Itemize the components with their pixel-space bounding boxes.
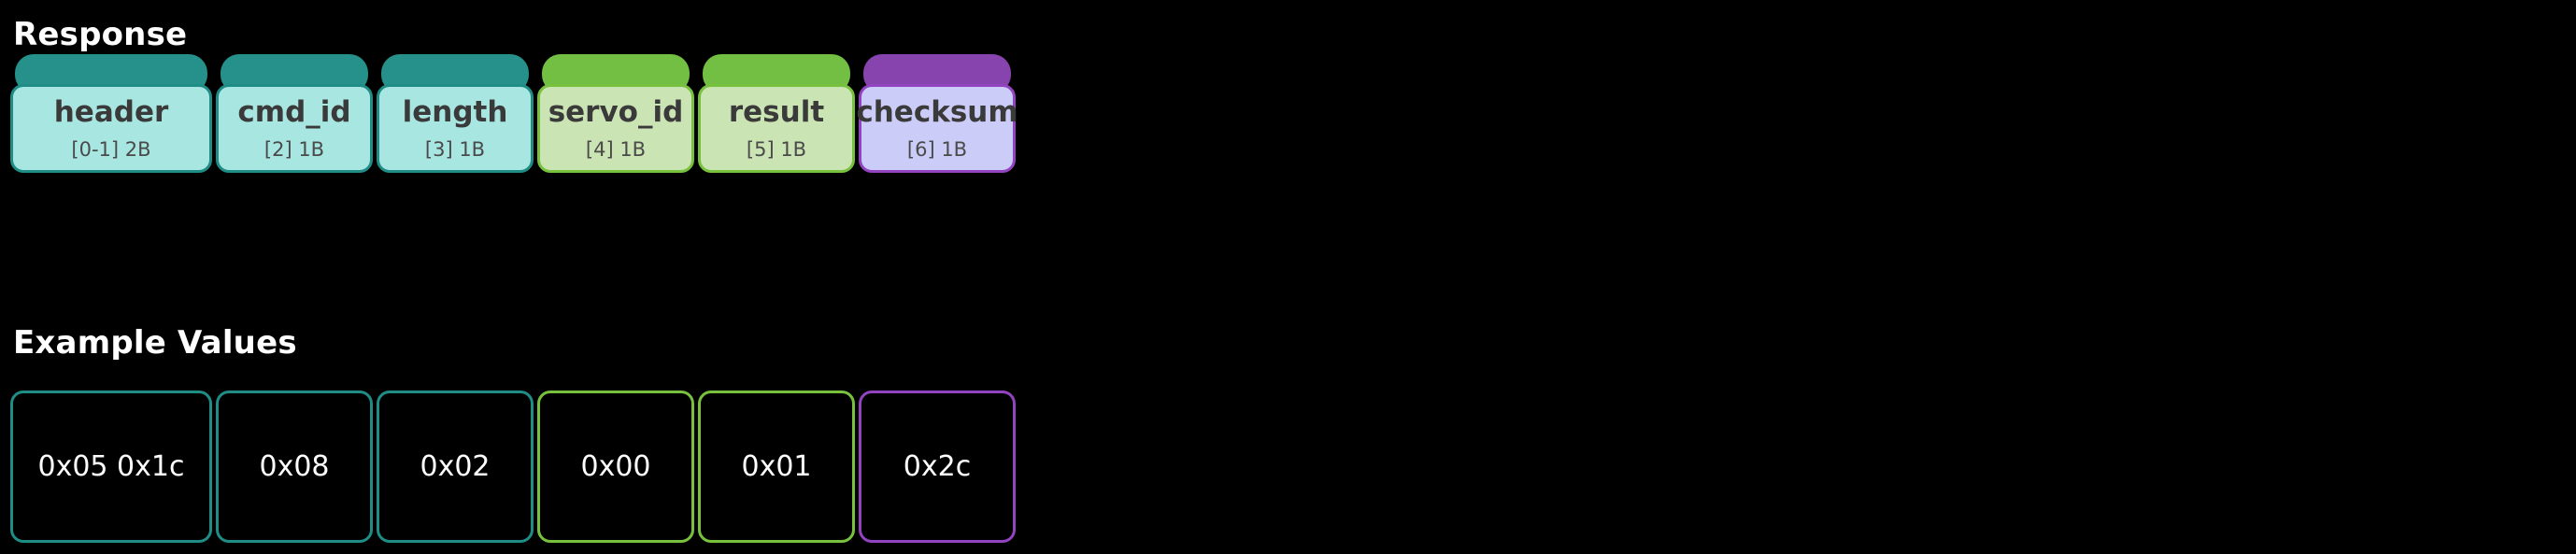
packet-value-checksum[interactable]: 0x2c	[859, 391, 1016, 543]
packet-field-range: [2] 1B	[263, 137, 325, 161]
packet-value-header[interactable]: 0x05 0x1c	[10, 391, 212, 543]
packet-field-row: header [0-1] 2B cmd_id [2] 1B length [3] 1B se…	[10, 54, 1018, 173]
packet-value-text: 0x08	[259, 449, 330, 483]
packet-field-result[interactable]: result [5] 1B	[698, 54, 855, 173]
packet-value-text: 0x01	[741, 449, 812, 483]
packet-field-name: checksum	[856, 94, 1018, 129]
packet-field-box: checksum [6] 1B	[856, 84, 1018, 173]
packet-value-length[interactable]: 0x02	[377, 391, 534, 543]
packet-field-range: [6] 1B	[906, 137, 968, 161]
packet-field-name: length	[402, 94, 508, 129]
packet-field-box: servo_id [4] 1B	[537, 84, 694, 173]
packet-value-text: 0x02	[420, 449, 491, 483]
packet-value-servo_id[interactable]: 0x00	[537, 391, 694, 543]
packet-value-result[interactable]: 0x01	[698, 391, 855, 543]
packet-value-text: 0x2c	[903, 449, 972, 483]
packet-field-name: header	[53, 94, 169, 129]
packet-field-range: [4] 1B	[585, 137, 647, 161]
packet-field-name: cmd_id	[237, 94, 351, 129]
packet-field-range: [3] 1B	[424, 137, 486, 161]
packet-value-text: 0x00	[580, 449, 651, 483]
packet-field-box: header [0-1] 2B	[10, 84, 212, 173]
packet-field-range: [5] 1B	[746, 137, 807, 161]
packet-field-checksum[interactable]: checksum [6] 1B	[856, 54, 1018, 173]
packet-value-cmd_id[interactable]: 0x08	[216, 391, 373, 543]
packet-field-name: servo_id	[548, 94, 684, 129]
packet-field-box: cmd_id [2] 1B	[216, 84, 373, 173]
packet-value-row: 0x05 0x1c 0x08 0x02 0x00 0x01 0x2c	[10, 391, 1016, 543]
packet-field-servo_id[interactable]: servo_id [4] 1B	[537, 54, 694, 173]
packet-field-name: result	[728, 94, 825, 129]
packet-field-box: length [3] 1B	[377, 84, 534, 173]
packet-field-header[interactable]: header [0-1] 2B	[10, 54, 212, 173]
packet-value-text: 0x05 0x1c	[37, 449, 185, 483]
response-section-title: Response	[13, 16, 188, 53]
example-values-section-title: Example Values	[13, 324, 297, 362]
packet-field-range: [0-1] 2B	[71, 137, 151, 161]
packet-field-length[interactable]: length [3] 1B	[377, 54, 534, 173]
packet-field-cmd_id[interactable]: cmd_id [2] 1B	[216, 54, 373, 173]
packet-field-box: result [5] 1B	[698, 84, 855, 173]
